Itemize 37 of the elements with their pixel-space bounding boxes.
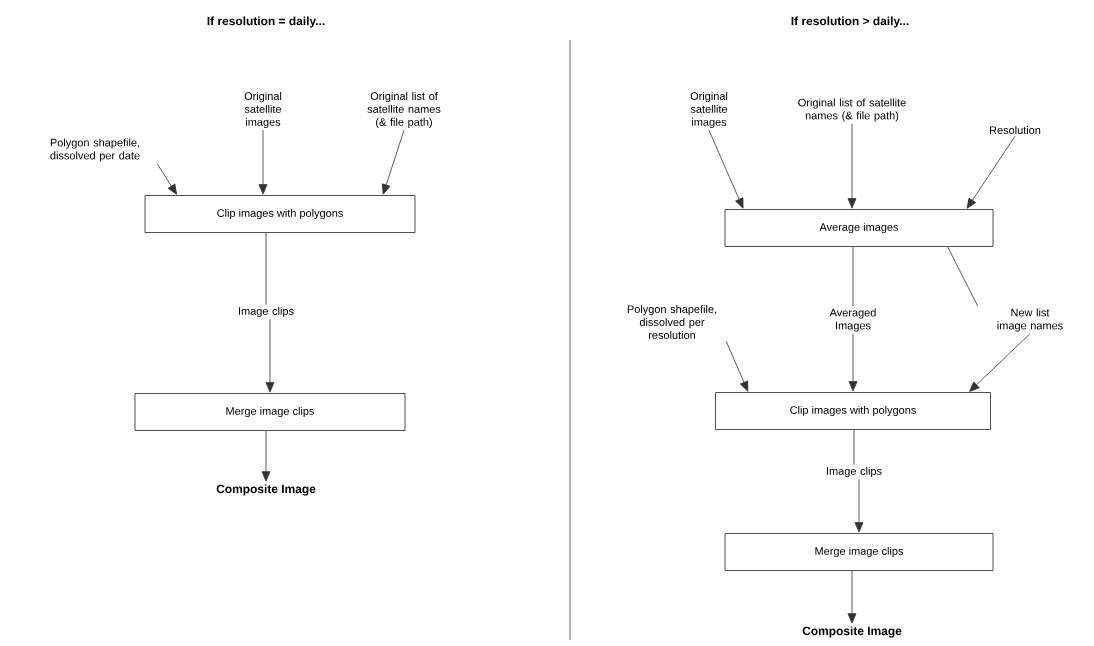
process-box: Average images <box>724 209 994 247</box>
arrow <box>261 430 271 482</box>
process-box: Merge image clips <box>134 393 406 431</box>
arrow <box>854 478 864 533</box>
input-label: Image clips <box>827 466 882 478</box>
connector-line <box>853 429 855 466</box>
arrow <box>966 135 1016 209</box>
arrow <box>847 570 857 624</box>
output-label: Composite Image <box>802 626 902 638</box>
arrow <box>265 318 275 393</box>
input-label: Polygon shapefile, dissolved per date <box>50 138 140 162</box>
arrow <box>258 129 268 195</box>
arrow <box>156 163 177 195</box>
input-label: Original satellite images <box>244 91 282 129</box>
process-box: Merge image clips <box>724 533 994 571</box>
connector-line <box>852 246 854 307</box>
arrow <box>708 129 744 209</box>
section-heading: If resolution > daily... <box>791 16 909 28</box>
output-label: Composite Image <box>216 484 316 496</box>
input-label: Original list of satellite names (& file path) <box>798 98 906 122</box>
arrow <box>969 333 1031 392</box>
input-label: New list image names <box>997 308 1063 332</box>
input-label: Averaged Images <box>829 308 876 332</box>
input-label: Original satellite images <box>690 91 728 129</box>
input-label: Polygon shapefile, dissolved per resolution <box>627 305 717 339</box>
input-label: Original list of satellite names (& file path) <box>367 91 441 129</box>
process-box: Clip images with polygons <box>144 195 416 233</box>
arrow <box>725 340 749 392</box>
connector-line <box>265 232 267 306</box>
arrow <box>848 333 858 392</box>
arrow <box>847 123 857 209</box>
input-label: Resolution <box>990 126 1041 134</box>
section-heading: If resolution = daily... <box>207 16 325 28</box>
connector-line <box>947 246 979 307</box>
arrow <box>381 129 405 195</box>
input-label: Image clips <box>239 306 294 318</box>
process-box: Clip images with polygons <box>715 392 991 430</box>
